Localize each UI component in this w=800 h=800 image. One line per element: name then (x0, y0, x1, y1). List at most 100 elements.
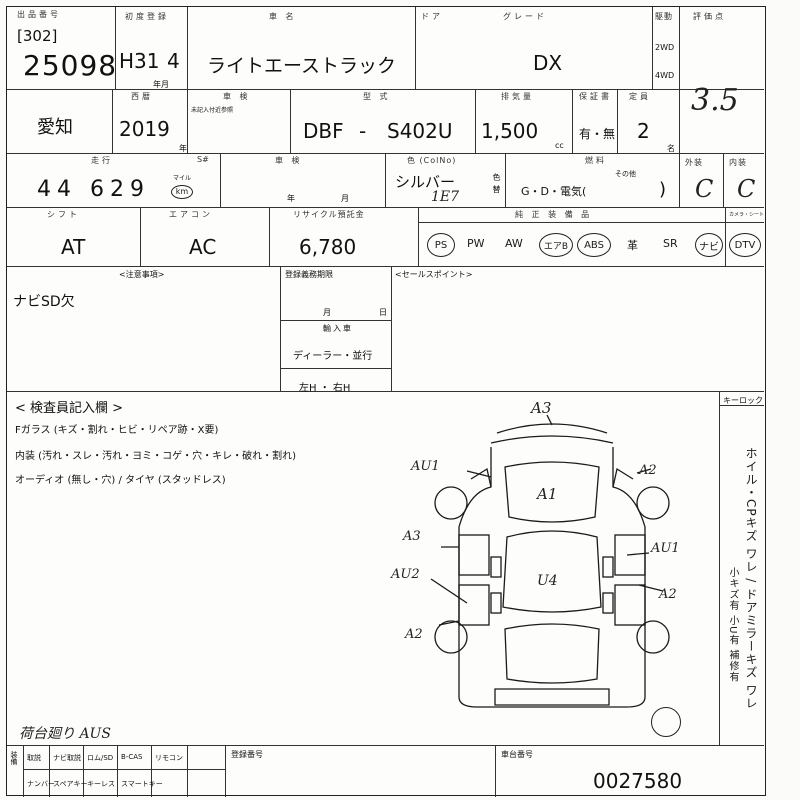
col-divider (385, 153, 386, 207)
key-lock-caption: キーロック (723, 396, 763, 405)
owner-region: 愛知 (37, 117, 73, 138)
model-dash: - (359, 119, 367, 143)
mileage-unit-mile: マイル (173, 175, 192, 182)
inspection-month-label: 月 (341, 194, 349, 203)
equip-pw: PW (467, 237, 485, 250)
model-year: 2019 (119, 117, 170, 141)
vehicle-inspection-caption: 車 検 (275, 156, 303, 165)
left-rear-panel (458, 584, 490, 626)
color-code: 1E7 (431, 189, 460, 205)
car-name: ライトエーストラック (207, 55, 397, 77)
recycle-fee: 6,780 (299, 235, 357, 259)
lot-number: 25098 (23, 49, 118, 82)
steering-side: 左H ・ 右H (299, 383, 351, 394)
right-window (602, 556, 614, 578)
mark-au1-right: AU1 (651, 541, 680, 556)
registration-day: 日 (379, 308, 387, 317)
interior-caption: 内装 (729, 158, 747, 167)
row-divider-3 (7, 207, 764, 208)
registration-unit: 年月 (153, 80, 169, 89)
inspection-glass-line: Fガラス (キズ・割れ・ヒビ・リペア跡・X要) (15, 425, 219, 436)
exterior-grade: C (695, 175, 714, 203)
pointer-a2-right (636, 468, 652, 474)
registration-month: 月 (323, 308, 331, 317)
bed-shape (504, 623, 600, 684)
mark-a3-left: A3 (403, 529, 421, 544)
right-rear-panel (614, 584, 646, 626)
footer-number-plate: ナンバー (27, 780, 55, 788)
s-caption: S# (197, 155, 209, 164)
pointer-au1-right (626, 552, 650, 556)
capacity-unit: 名 (667, 144, 675, 153)
col-divider (505, 153, 506, 207)
footer-rom-sd: ロム/SD (87, 754, 114, 762)
first-registration-caption: 初度登録 (125, 12, 169, 21)
hood-shape (504, 461, 600, 523)
col-divider (117, 745, 118, 797)
registration-era-year: H31 (119, 49, 160, 73)
notes-caption: <注意事項> (119, 270, 165, 279)
row-divider (719, 405, 764, 406)
pointer-a2-right-lower (638, 584, 664, 592)
equip-aw: AW (505, 237, 523, 250)
camera-caption: カメラ・シート (729, 212, 765, 218)
mark-top-a3: A3 (531, 399, 552, 417)
col-divider (83, 745, 84, 797)
footer-remote: リモコン (155, 754, 183, 762)
wheel-rear-right (636, 620, 670, 654)
col-divider (391, 266, 392, 391)
air-conditioner: AC (189, 235, 217, 259)
exterior-caption: 外装 (685, 158, 703, 167)
col-divider (290, 89, 291, 153)
wheel-front-right (636, 486, 670, 520)
col-divider (187, 89, 188, 153)
col-divider (572, 89, 573, 153)
front-bumper-shape (496, 423, 608, 434)
import-caption: 輸入車 (323, 324, 353, 333)
warranty-caption: 保証書 (579, 92, 612, 101)
left-mirror (470, 467, 492, 488)
chassis-number: 0027580 (593, 769, 683, 793)
equipment-caption: 純 正 装 備 品 (515, 210, 593, 219)
footer-bcas: B-CAS (121, 753, 143, 761)
row-divider (679, 153, 764, 154)
row-divider (280, 368, 391, 369)
model-code: S402U (387, 119, 453, 143)
right-rear-window (602, 592, 614, 614)
color-change-label: 色替 (492, 173, 501, 197)
left-front-door (458, 534, 490, 576)
displacement-caption: 排気量 (501, 92, 534, 101)
row-divider (23, 769, 225, 770)
interior-grade: C (737, 175, 756, 203)
col-divider (151, 745, 152, 797)
footer-equip-label: 装備 (10, 751, 18, 765)
col-divider (495, 745, 496, 797)
col-divider (225, 745, 226, 797)
door-caption: ドア (421, 12, 443, 21)
lot-prefix: [302] (17, 27, 58, 45)
row-divider-1 (7, 89, 764, 90)
color-caption: 色 (ColNo) (407, 156, 457, 165)
fuel-other: その他 (615, 170, 636, 178)
fuel-caption: 燃料 (585, 156, 607, 165)
row-divider-2 (7, 153, 679, 154)
displacement: 1,500 (481, 119, 539, 143)
col-divider (723, 153, 724, 207)
auction-sheet: 出品番号 [302] 25098 初度登録 H31 4 年月 車 名 ライトエー… (6, 6, 766, 797)
col-divider (220, 153, 221, 207)
pointer-au2-left (430, 578, 468, 604)
footer-manual: 取説 (27, 754, 41, 762)
registration-deadline-caption: 登録義務期限 (285, 270, 333, 279)
equip-navi: ナビ (695, 233, 723, 257)
wheel-mirror-note: ホイル・CPキズ ワレ / ドアミラーキズ ワレ (744, 447, 758, 710)
inspection-year-label: 年 (287, 194, 295, 203)
inspection-audio-line: オーディオ (無し・穴) / タイヤ (スタッドレス) (15, 475, 226, 486)
inspection-caption: 車 検 (223, 92, 251, 101)
auction-score: 3.5 (691, 83, 739, 118)
wheel-rear-left (434, 620, 468, 654)
footer-spare-key: スペアキー (53, 780, 88, 788)
ac-caption: エアコン (169, 210, 213, 219)
col-divider (418, 207, 419, 266)
fuel-close: ) (659, 179, 667, 200)
score-caption: 評価点 (693, 12, 726, 21)
